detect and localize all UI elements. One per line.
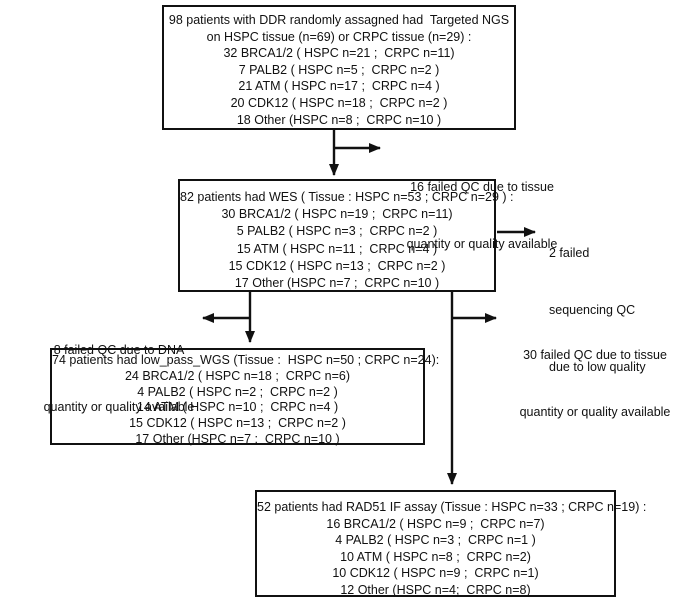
box-low-pass-wgs: 74 patients had low_pass_WGS (Tissue : H… [50, 348, 440, 446]
box-line: 15 ATM ( HSPC n=11 ; CRPC n=4 ) [236, 241, 438, 256]
box-targeted-ngs: 98 patients with DDR randomly assagned h… [162, 5, 516, 130]
box-line: 20 CDK12 ( HSPC n=18 ; CRPC n=2 ) [230, 95, 448, 110]
label-failed-qc-30: 30 failed QC due to tissue quantity or q… [497, 308, 690, 460]
label-line: quantity or quality available [43, 400, 195, 414]
box-line: 32 BRCA1/2 ( HSPC n=21 ; CRPC n=11) [223, 46, 455, 61]
label-line: due to low quality [549, 360, 646, 374]
label-line: 16 failed QC due to tissue [410, 180, 554, 194]
box-line: 12 Other (HSPC n=4; CRPC n=8) [340, 582, 531, 597]
box-line: 10 ATM ( HSPC n=8 ; CRPC n=2) [340, 549, 531, 564]
label-line: 8 failed QC due to DNA [53, 343, 185, 357]
label-line: quantity or quality available [406, 237, 558, 251]
label-failed-qc-8: 8 failed QC due to DNA quantity or quali… [25, 303, 213, 455]
box-line: 30 BRCA1/2 ( HSPC n=19 ; CRPC n=11) [221, 207, 453, 222]
box-line: 15 CDK12 ( HSPC n=13 ; CRPC n=2 ) [228, 258, 446, 273]
label-failed-qc-16: 16 failed QC due to tissue quantity or q… [383, 140, 581, 292]
box-line: 4 PALB2 ( HSPC n=3 ; CRPC n=1 ) [335, 533, 536, 548]
box-line: 16 BRCA1/2 ( HSPC n=9 ; CRPC n=7) [326, 516, 545, 531]
box-line: 18 Other (HSPC n=8 ; CRPC n=10 ) [236, 112, 442, 127]
box-rad51-if-assay: 52 patients had RAD51 IF assay (Tissue :… [255, 490, 647, 597]
label-failed-sequencing-qc-2: 2 failed sequencing QC due to low qualit… [549, 206, 689, 415]
box-line: 82 patients had WES ( Tissue : HSPC n=53… [180, 190, 514, 204]
box-line: 17 Other (HSPC n=7 ; CRPC n=10 ) [135, 431, 340, 446]
label-line: 30 failed QC due to tissue [523, 348, 667, 362]
box-line: 21 ATM ( HSPC n=17 ; CRPC n=4 ) [238, 79, 440, 94]
box-line: on HSPC tissue (n=69) or CRPC tissue (n=… [206, 29, 472, 44]
box-line: 14 ATM ( HSPC n=10 ; CRPC n=4 ) [136, 400, 339, 415]
label-line: sequencing QC [549, 303, 636, 317]
box-line: 7 PALB2 ( HSPC n=5 ; CRPC n=2 ) [238, 62, 440, 77]
label-line: quantity or quality available [519, 405, 671, 419]
box-line: 10 CDK12 ( HSPC n=9 ; CRPC n=1) [332, 566, 539, 581]
box-line: 24 BRCA1/2 ( HSPC n=18 ; CRPC n=6) [124, 368, 351, 383]
box-line: 74 patients had low_pass_WGS (Tissue : H… [52, 353, 440, 367]
box-wes: 82 patients had WES ( Tissue : HSPC n=53… [178, 179, 514, 292]
box-line: 4 PALB2 ( HSPC n=2 ; CRPC n=2 ) [137, 384, 338, 399]
box-line: 15 CDK12 ( HSPC n=13 ; CRPC n=2 ) [129, 416, 346, 431]
label-line: 2 failed [549, 246, 590, 260]
box-line: 17 Other (HSPC n=7 ; CRPC n=10 ) [234, 276, 440, 291]
box-line: 5 PALB2 ( HSPC n=3 ; CRPC n=2 ) [236, 224, 438, 239]
box-line: 98 patients with DDR randomly assagned h… [168, 13, 510, 27]
box-line: 52 patients had RAD51 IF assay (Tissue :… [257, 500, 647, 514]
